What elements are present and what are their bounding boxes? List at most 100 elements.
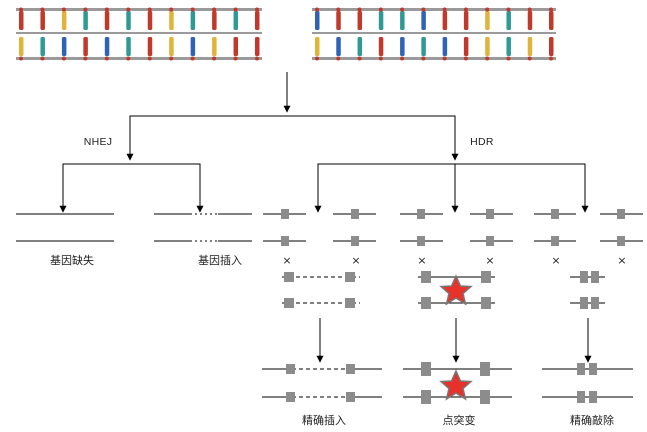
dna-node (315, 7, 319, 12)
dna-node (40, 7, 45, 12)
dna-base-pair (549, 11, 554, 30)
dna-base-pair (506, 11, 511, 30)
dna-node (506, 56, 511, 61)
dna-node (83, 7, 88, 12)
dna-node (104, 56, 109, 61)
dna-node (357, 7, 362, 12)
dna-backbone (16, 32, 262, 34)
dna-node (357, 56, 362, 61)
dna-node (527, 7, 532, 12)
dna-base-pair (83, 37, 88, 56)
dna-base-pair (255, 37, 260, 56)
dna-base-pair (212, 11, 217, 30)
dna-base-pair (61, 11, 67, 30)
dna-base-pair (83, 11, 88, 30)
dna-node (212, 56, 217, 61)
dna-node (378, 56, 383, 61)
dna-base-pair (147, 37, 153, 56)
dna-node (61, 7, 66, 12)
dna-node (40, 56, 45, 61)
dna-base-pair (463, 37, 469, 56)
dna-node (527, 56, 532, 61)
dna-node (255, 7, 259, 12)
precise-insertion-outcome (262, 364, 382, 402)
dna-base-pair (147, 11, 153, 30)
dna-node (336, 7, 341, 12)
dna-base-pair (40, 11, 45, 30)
gene-insertion-outcome (154, 213, 252, 242)
dna-node (378, 7, 383, 12)
dna-node (442, 56, 447, 61)
point-mutation-label: 点突变 (442, 414, 476, 427)
dna-node (485, 56, 490, 61)
flow-arrows (59, 72, 592, 363)
dna-node (485, 7, 490, 12)
cross-icon: × (282, 254, 291, 267)
donor-insertion-template (282, 272, 360, 308)
dna-base-pair (527, 11, 533, 30)
dna-base-pair (421, 37, 426, 56)
dna-node (104, 7, 109, 12)
red-star-mutation-icon (439, 369, 473, 401)
dna-node (421, 7, 426, 12)
dna-base-pair (315, 11, 320, 30)
dna-node (421, 56, 426, 61)
dna-backbone (16, 8, 262, 11)
dna-base-pair (485, 11, 490, 30)
cross-icon: × (485, 254, 494, 267)
gene-deletion-label: 基因缺失 (50, 254, 94, 267)
dna-node (212, 7, 217, 12)
donor-mutation-template (418, 271, 495, 309)
cross-icon: × (617, 254, 626, 267)
dna-node (255, 56, 259, 61)
dna-base-pair (485, 37, 490, 56)
dna-base-pair (442, 11, 448, 30)
cross-icon: × (351, 254, 360, 267)
dna-node (400, 56, 405, 61)
gene-insertion-label: 基因插入 (198, 254, 242, 267)
dna-node (147, 7, 152, 12)
dna-node (549, 56, 553, 61)
dna-base-pair (212, 37, 217, 56)
dna-node (463, 7, 468, 12)
dna-base-pair (233, 11, 239, 30)
dna-backbone (312, 8, 556, 11)
dna-base-pair (61, 37, 67, 56)
dna-base-pair (506, 37, 511, 56)
red-star-mutation-icon (439, 274, 473, 306)
dna-base-pair (442, 37, 448, 56)
dna-base-pair (169, 37, 174, 56)
dna-base-pair (233, 37, 239, 56)
dna-base-pair (190, 37, 196, 56)
dna-base-pair (357, 11, 363, 30)
dna-base-pair (104, 37, 110, 56)
dna-node (336, 56, 341, 61)
dna-node (190, 56, 195, 61)
dna-base-pair (255, 11, 260, 30)
gene-deletion-outcome (16, 213, 114, 242)
branch-nhej-hdr (129, 115, 459, 161)
dna-base-pair (19, 11, 24, 30)
dna-node (19, 56, 23, 61)
hdr-label: HDR (470, 136, 494, 148)
dna-base-pair (169, 11, 174, 30)
dna-base-pair (336, 37, 341, 56)
dna-base-pair (19, 37, 24, 56)
dna-node (463, 56, 468, 61)
nhej-label: NHEJ (83, 136, 113, 148)
dna-node (61, 56, 66, 61)
precise-knockout-outcome (542, 363, 633, 403)
dna-base-pair (40, 37, 45, 56)
dna-node (147, 56, 152, 61)
point-mutation-outcome (403, 362, 512, 404)
dna-node (233, 7, 238, 12)
dna-node (400, 7, 405, 12)
dna-base-pair (190, 11, 196, 30)
dna-node (169, 7, 174, 12)
dna-backbone (312, 32, 556, 34)
dna-node (315, 56, 319, 61)
dna-node (442, 7, 447, 12)
precise-knockout-label: 精确敲除 (570, 414, 614, 427)
dna-double-helix-icon (16, 7, 262, 61)
